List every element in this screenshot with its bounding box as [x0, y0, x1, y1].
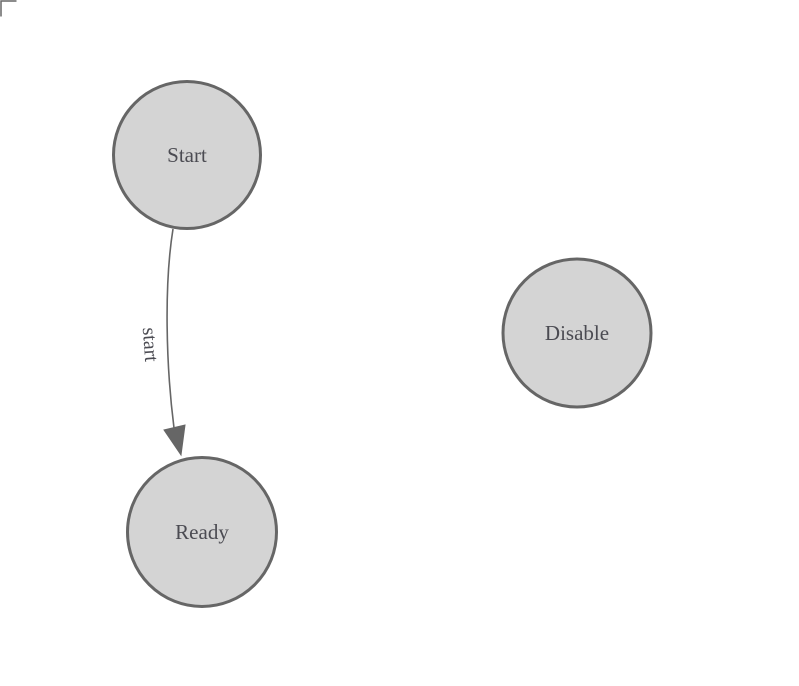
edge-arrowhead-icon	[163, 424, 186, 457]
edge-label: start	[138, 327, 162, 363]
state-node-ready[interactable]: Ready	[126, 456, 278, 608]
state-node-start[interactable]: Start	[112, 80, 262, 230]
state-node-ready-label: Ready	[175, 520, 229, 544]
canvas-origin-mark	[0, 0, 17, 17]
edge-path[interactable]	[166, 228, 175, 429]
state-node-ready-circle[interactable]	[126, 456, 278, 608]
state-node-disable[interactable]: Disable	[501, 257, 653, 409]
state-node-disable-circle[interactable]	[501, 257, 653, 409]
state-node-start-circle[interactable]	[112, 80, 262, 230]
state-node-start-label: Start	[167, 143, 207, 167]
transition-edge-start-ready[interactable]: start	[138, 228, 186, 457]
state-node-disable-label: Disable	[545, 321, 609, 345]
